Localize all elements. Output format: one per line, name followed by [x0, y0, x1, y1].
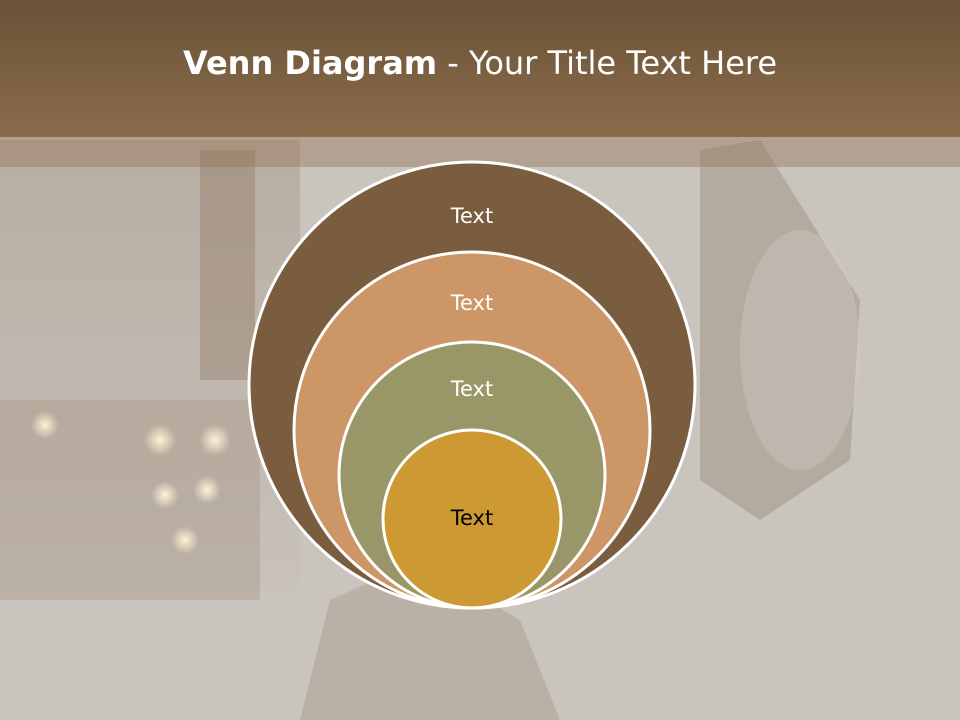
ring-inner-label[interactable]: Text	[450, 506, 494, 530]
ring-third-label[interactable]: Text	[450, 377, 494, 401]
slide-title-bold: Venn Diagram	[182, 44, 438, 82]
title-bar	[0, 0, 960, 137]
slide-title-rest: - Your Title Text Here	[437, 44, 778, 82]
slide-title[interactable]: Venn Diagram - Your Title Text Here	[0, 40, 960, 86]
ring-second-label[interactable]: Text	[450, 291, 494, 315]
ring-outer-label[interactable]: Text	[450, 204, 494, 228]
ring-inner-circle[interactable]	[381, 428, 563, 610]
